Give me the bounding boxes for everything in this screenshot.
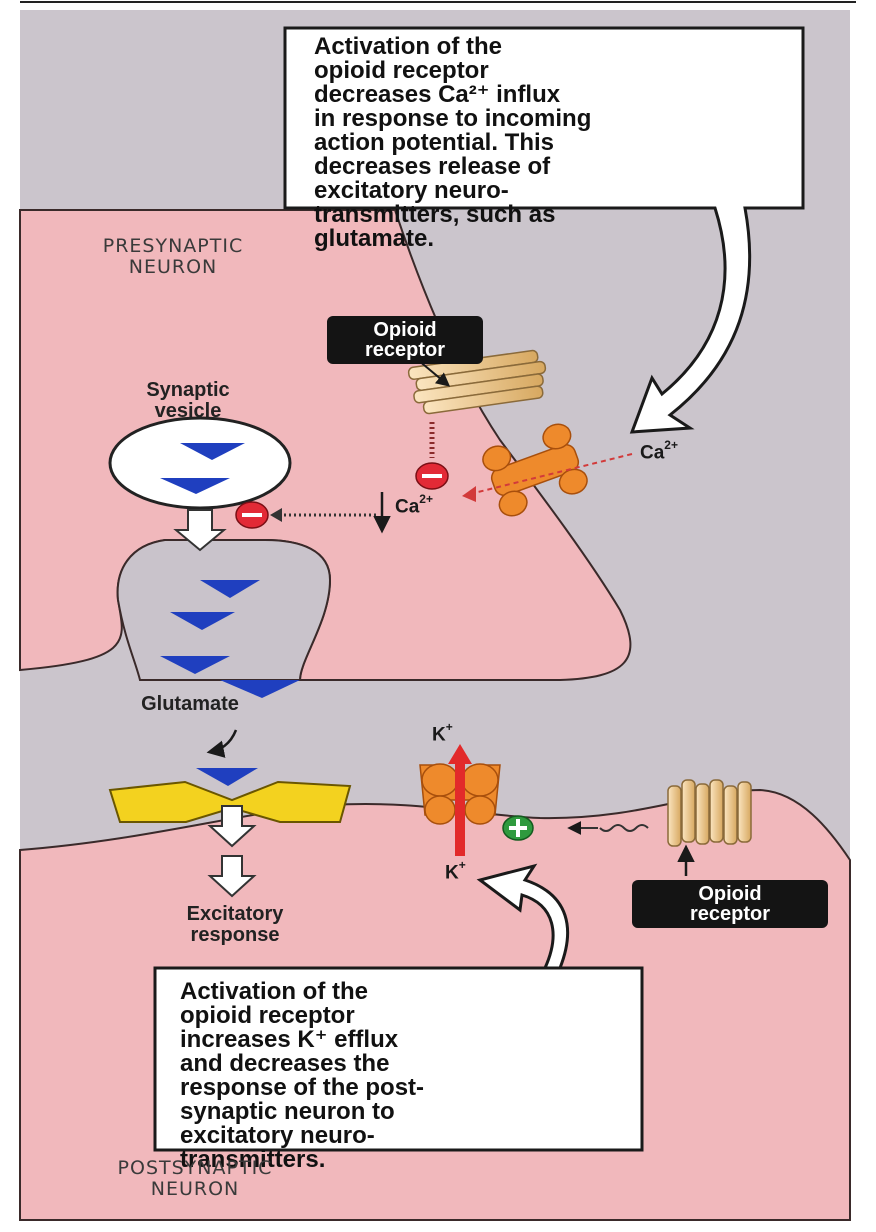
opioid-bottom-line-2: receptor [640, 904, 820, 924]
inhibit-symbol-receptor-bar [422, 474, 442, 478]
callout-bottom-line: excitatory neuro- [180, 1124, 610, 1148]
opioid-bottom-line-1: Opioid [640, 884, 820, 904]
calcium-ion-intracellular: Ca2+ [395, 494, 433, 518]
callout-bottom-line: and decreases the [180, 1052, 610, 1076]
callout-top-line: decreases release of [314, 155, 784, 179]
synaptic-vesicle-label: Synaptic vesicle [88, 380, 288, 422]
callout-top-line: transmitters, such as [314, 203, 784, 227]
presynaptic-neuron-label: PRESYNAPTIC NEURON [38, 236, 308, 278]
glutamate-label: Glutamate [90, 694, 290, 715]
ion-charge: 2+ [419, 492, 433, 506]
opioid-top-line-1: Opioid [335, 320, 475, 340]
potassium-ion-intracellular: K+ [445, 860, 466, 884]
callout-top-line: Activation of the [314, 35, 784, 59]
callout-top-line: excitatory neuro- [314, 179, 784, 203]
ion-symbol: Ca [640, 442, 664, 463]
ion-symbol: K [445, 862, 459, 883]
callout-bottom-line: increases K⁺ efflux [180, 1028, 610, 1052]
callout-top-line: action potential. This [314, 131, 784, 155]
vesicle-label-line-1: Synaptic [88, 380, 288, 401]
presynaptic-label-line-1: PRESYNAPTIC [38, 236, 308, 257]
callout-bottom-text: Activation of the opioid receptor increa… [180, 980, 610, 1172]
calcium-ion-extracellular: Ca2+ [640, 440, 678, 464]
excitatory-label-line-2: response [120, 925, 350, 946]
opioid-top-line-2: receptor [335, 340, 475, 360]
callout-top-text: Activation of the opioid receptor decrea… [314, 35, 784, 251]
postsynaptic-label-line-1: POSTSYNAPTIC [50, 1158, 340, 1179]
potassium-efflux-arrow-shaft [455, 760, 465, 856]
ion-symbol: K [432, 724, 446, 745]
excitatory-label-line-1: Excitatory [120, 904, 350, 925]
ion-charge: + [446, 720, 453, 734]
presynaptic-label-line-2: NEURON [38, 257, 308, 278]
callout-bottom-line: response of the post- [180, 1076, 610, 1100]
opioid-receptor-label-bottom: Opioid receptor [632, 880, 828, 928]
callout-top-line: glutamate. [314, 227, 784, 251]
inhibit-symbol-release-bar [242, 513, 262, 517]
activate-symbol-v [516, 819, 520, 837]
opioid-receptor-bottom-graphic [668, 780, 751, 846]
callout-bottom-line: synaptic neuron to [180, 1100, 610, 1124]
callout-top-line: opioid receptor [314, 59, 784, 83]
callout-bottom-line: Activation of the [180, 980, 610, 1004]
potassium-ion-extracellular: K+ [432, 722, 453, 746]
postsynaptic-label-line-2: NEURON [50, 1179, 340, 1200]
callout-top-line: in response to incoming [314, 107, 784, 131]
vesicle-label-line-2: vesicle [88, 401, 288, 422]
excitatory-response-label: Excitatory response [120, 904, 350, 946]
ion-symbol: Ca [395, 496, 419, 517]
opioid-receptor-label-top: Opioid receptor [327, 316, 483, 364]
synaptic-vesicle [110, 418, 290, 508]
ion-charge: 2+ [664, 438, 678, 452]
callout-bottom-line: opioid receptor [180, 1004, 610, 1028]
postsynaptic-neuron-label: POSTSYNAPTIC NEURON [50, 1158, 340, 1200]
callout-top-line: decreases Ca²⁺ influx [314, 83, 784, 107]
ion-charge: + [459, 858, 466, 872]
